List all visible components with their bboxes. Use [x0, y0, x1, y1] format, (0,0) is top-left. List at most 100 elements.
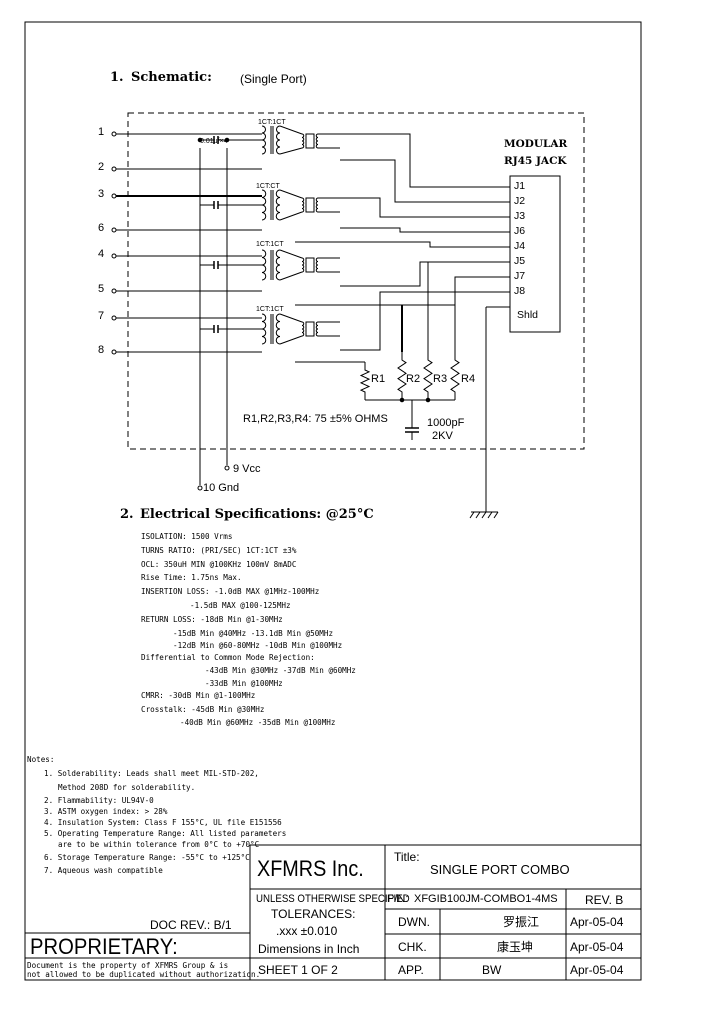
choke-core — [305, 133, 315, 149]
transformers — [261, 125, 319, 345]
choke-core — [305, 321, 315, 337]
choke-core — [305, 197, 315, 213]
note-line: are to be within tolerance from 0°C to +… — [58, 840, 260, 849]
coil — [275, 189, 281, 221]
ratio-label-1: 1CT:1CT — [258, 119, 286, 126]
coil — [315, 133, 319, 149]
hv-cap-value: 1000pF — [427, 417, 465, 429]
coil — [276, 125, 281, 155]
jack-pin-label: J6 — [514, 225, 526, 237]
pin-label: 6 — [98, 222, 105, 234]
chk-date: Apr-05-04 — [570, 940, 624, 954]
note-line: 2. Flammability: UL94V-0 — [44, 796, 154, 805]
spec-line: ISOLATION: 1500 Vrms — [141, 532, 233, 541]
ratio-label-2: 1CT:CT — [256, 183, 280, 190]
section2-number: 2. — [120, 507, 134, 522]
resistor-label-r1: R1 — [371, 373, 386, 385]
junction — [197, 137, 203, 143]
spec-line: OCL: 350uH MIN @100KHz 100mV 8mADC — [141, 560, 297, 569]
app-label: APP. — [398, 963, 424, 977]
note-line: 4. Insulation System: Class F 155°C, UL … — [44, 818, 282, 827]
tolerance-label: TOLERANCES: — [271, 907, 356, 921]
coil — [301, 321, 305, 337]
coil — [275, 249, 281, 281]
jack-pin-label: J7 — [514, 270, 526, 282]
tolerance-value: .xxx ±0.010 — [276, 924, 338, 938]
jack-title-1: MODULAR — [504, 138, 568, 150]
spec-line: -33dB Min @100MHz — [205, 679, 283, 688]
proprietary-text-1: Document is the property of XFMRS Group … — [27, 961, 229, 970]
wire — [340, 133, 510, 188]
ground-symbol — [469, 307, 499, 519]
section2-title: Electrical Specifications: @25°C — [140, 507, 374, 522]
spec-line: -40dB Min @60MHz -35dB Min @100MHz — [180, 718, 336, 727]
junction — [399, 397, 405, 403]
wire — [340, 227, 510, 233]
spec-line: RETURN LOSS: -18dB Min @1-30MHz — [141, 615, 283, 624]
pin-label: 3 — [98, 188, 105, 200]
part-number: XFGIB100JM-COMBO1-4MS — [414, 893, 558, 905]
wire — [279, 313, 303, 323]
vcc-label: 9 Vcc — [233, 463, 261, 475]
spec-line: Differential to Common Mode Rejection: — [141, 653, 315, 662]
note-line: Method 208D for solderability. — [58, 783, 196, 792]
terminal — [111, 349, 117, 355]
coil — [261, 125, 266, 155]
wire — [295, 276, 510, 306]
wiring — [111, 125, 510, 491]
title-label: Title: — [394, 850, 420, 864]
terminal — [111, 315, 117, 321]
section1-number: 1. — [110, 70, 124, 85]
note-line: 5. Operating Temperature Range: All list… — [44, 829, 287, 838]
coil — [315, 257, 319, 273]
cap-label: 0.01uf×4 — [200, 138, 228, 145]
jack-pin-label: J4 — [514, 240, 526, 252]
resistor-label-r2: R2 — [406, 373, 421, 385]
terminal — [224, 465, 230, 471]
pn-label: P/N: — [387, 893, 409, 905]
terminal — [111, 193, 117, 199]
proprietary-text-2: not allowed to be duplicated without aut… — [27, 970, 261, 979]
terminal — [111, 227, 117, 233]
jack-title-2: RJ45 JACK — [504, 155, 567, 167]
coil — [315, 321, 319, 337]
terminal — [111, 131, 117, 137]
note-line: 3. ASTM oxygen index: > 28% — [44, 807, 168, 816]
chk-label: CHK. — [398, 940, 427, 954]
coil — [301, 257, 305, 273]
wire — [279, 335, 303, 345]
spec-line: -12dB Min @60-80MHz -10dB Min @100MHz — [173, 641, 343, 650]
hv-cap-rating: 2KV — [432, 430, 453, 442]
title-block-grid — [25, 844, 641, 980]
jack-shield-label: Shld — [517, 309, 539, 321]
dwn-name: 罗振江 — [503, 915, 540, 929]
coil — [315, 197, 319, 213]
choke-core — [305, 257, 315, 273]
pin-label: 4 — [98, 248, 105, 260]
coil — [301, 133, 305, 149]
drawing-title: SINGLE PORT COMBO — [430, 862, 570, 877]
junction — [425, 397, 431, 403]
terminal — [111, 166, 117, 172]
resistor-label-r3: R3 — [433, 373, 448, 385]
pin-label: 5 — [98, 283, 105, 295]
jack-pin-label: J1 — [514, 180, 526, 192]
spec-line: -43dB Min @30MHz -37dB Min @60MHz — [205, 666, 356, 675]
pin-label: 8 — [98, 344, 105, 356]
junction — [224, 137, 230, 143]
pin-label: 2 — [98, 161, 105, 173]
wire — [340, 197, 510, 218]
wire — [279, 249, 303, 259]
unless-specified: UNLESS OTHERWISE SPECIFIED — [256, 893, 410, 905]
app-name: BW — [482, 963, 502, 977]
sheet-border — [24, 21, 642, 981]
wire — [340, 261, 510, 287]
ratio-label-3: 1CT:1CT — [256, 241, 284, 248]
coil — [261, 313, 267, 345]
wire — [279, 271, 303, 281]
jack-pin-label: J5 — [514, 255, 526, 267]
resistor-label-r4: R4 — [461, 373, 476, 385]
spec-line: Crosstalk: -45dB Min @30MHz — [141, 705, 265, 714]
sheet-number: SHEET 1 OF 2 — [258, 963, 338, 977]
